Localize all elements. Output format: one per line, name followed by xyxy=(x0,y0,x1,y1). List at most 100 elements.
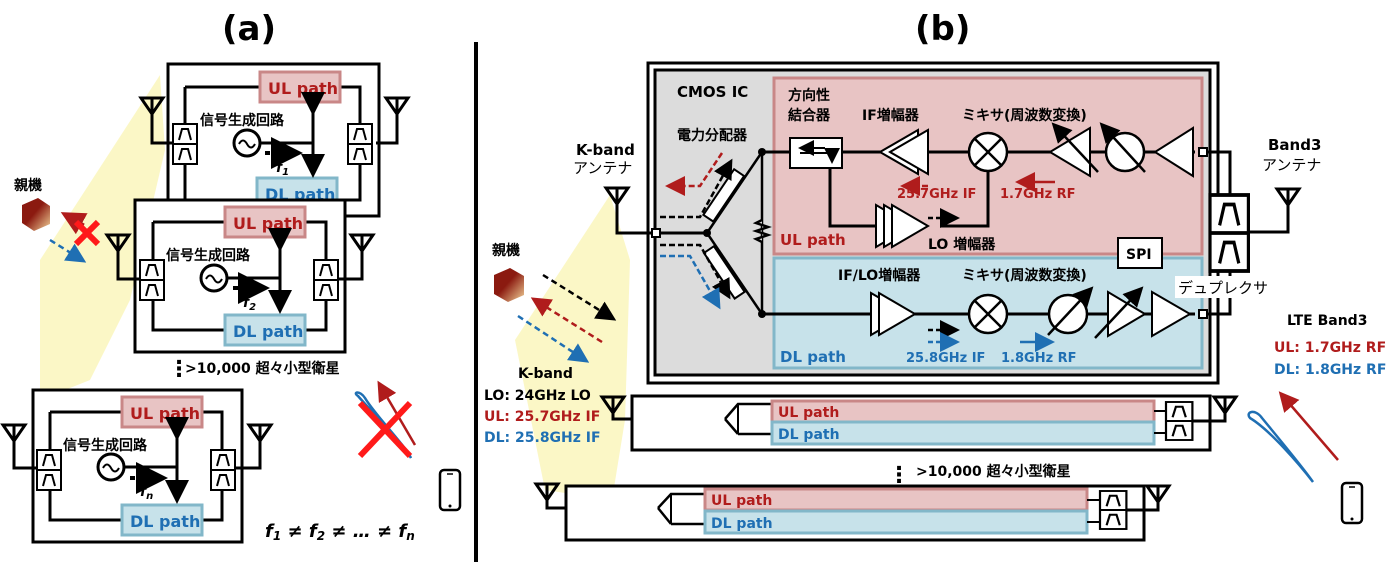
directional-coupler-label-1: 方向性 xyxy=(788,87,830,104)
dl-path-label: DL path xyxy=(233,322,303,341)
ul-path-label: UL path xyxy=(780,231,846,249)
dl-rf-label: 1.8GHz RF xyxy=(1001,351,1077,366)
ul-mixer-label: ミキサ(周波数変換) xyxy=(962,107,1087,124)
kband-legend-title: K-band xyxy=(518,366,573,382)
parent-station-label: 親機 xyxy=(492,242,520,259)
spi-label: SPI xyxy=(1126,247,1152,263)
lte-legend-ul: UL: 1.7GHz RF xyxy=(1274,340,1386,356)
lo-amp-label: LO 増幅器 xyxy=(928,236,996,253)
vertical-ellipsis: ⋮ xyxy=(888,463,910,488)
signal-generator-label: 信号生成回路 xyxy=(200,112,285,129)
freq-label: f2 xyxy=(243,295,256,313)
kband-legend-lo: LO: 24GHz LO xyxy=(484,388,591,404)
ul-path-box xyxy=(258,70,342,104)
panel-b-title: (b) xyxy=(915,9,970,49)
ul-arrow xyxy=(1278,391,1339,461)
freq-label: fn xyxy=(140,484,153,502)
dl-path-label: DL path xyxy=(711,516,773,532)
ul-path-label: UL path xyxy=(130,404,200,423)
variable-gain-amplifier-icon xyxy=(1094,286,1147,339)
variable-gain-amplifier-icon xyxy=(1048,122,1099,178)
ul-path-label: UL path xyxy=(711,493,772,509)
dl-mixer-label: ミキサ(周波数変換) xyxy=(962,267,1087,284)
ul-path-label: UL path xyxy=(268,79,338,98)
cmos-ic-label: CMOS IC xyxy=(677,83,748,101)
ul-path-label: UL path xyxy=(233,214,303,233)
phase-shifter-icon xyxy=(1103,126,1146,173)
antenna-icon xyxy=(247,423,273,443)
kband-port-icon xyxy=(651,228,661,238)
dl-beam-icon xyxy=(1247,410,1315,483)
ul-port-icon xyxy=(1198,147,1208,157)
kband-legend-ul: UL: 25.7GHz IF xyxy=(484,409,600,425)
ul-rf-label: 1.7GHz RF xyxy=(1000,187,1076,202)
directional-coupler-label-2: 結合器 xyxy=(788,107,831,124)
vertical-ellipsis: ⋮ xyxy=(168,357,190,382)
lo-amplifier-icon xyxy=(875,203,930,249)
pa-amplifier-icon xyxy=(1151,290,1192,338)
parent-station-cube-icon xyxy=(22,198,50,231)
beam-area xyxy=(40,75,165,400)
dl-path-label: DL path xyxy=(130,512,200,531)
ul-path-label: UL path xyxy=(778,405,839,421)
dl-if-label: 25.8GHz IF xyxy=(906,351,985,366)
mini-satellite-1: UL path DL path xyxy=(600,394,1238,452)
power-divider-label: 電力分配器 xyxy=(677,127,748,144)
directional-coupler-icon xyxy=(789,137,843,169)
satellite-1: UL path DL path 信号生成回路 f1 xyxy=(139,62,410,218)
resistor-icon xyxy=(752,218,772,244)
sat-count-label: >10,000 超々小型衛星 xyxy=(916,463,1071,480)
duplexer-filter-icon xyxy=(313,259,339,301)
lna-amplifier-icon xyxy=(1153,126,1194,178)
lo-link-arrow xyxy=(542,273,617,321)
antenna-icon xyxy=(349,233,375,253)
if-lo-amplifier-icon xyxy=(870,291,917,337)
spi-block xyxy=(1117,237,1163,269)
satellite-2: UL path DL path 信号生成回路 f2 xyxy=(105,198,375,354)
ul-link-arrow xyxy=(530,297,603,344)
blocked-cross-icon xyxy=(357,400,413,459)
frequency-inequality: f1 ≠ f2 ≠ … ≠ fn xyxy=(265,521,415,543)
mini-satellite-2: UL path DL path xyxy=(534,482,1171,542)
lte-legend-title: LTE Band3 xyxy=(1287,313,1367,329)
smartphone-icon xyxy=(1340,481,1364,525)
beam-area xyxy=(515,195,630,500)
antenna-icon xyxy=(1,423,27,443)
signal-generator-label: 信号生成回路 xyxy=(63,437,148,454)
dl-arrow xyxy=(49,238,87,263)
band3-antenna-label-1: Band3 xyxy=(1268,136,1321,154)
antenna-icon xyxy=(384,96,410,116)
smartphone-icon xyxy=(438,468,462,512)
dl-path-label: DL path xyxy=(780,348,846,366)
mixer-icon xyxy=(967,131,1009,173)
lte-legend-dl: DL: 1.8GHz RF xyxy=(1274,362,1386,378)
duplexer-filter-icon xyxy=(139,259,165,301)
ul-if-label: 25.7GHz IF xyxy=(897,187,976,202)
duplexer-filter-icon xyxy=(36,449,62,491)
sat-count-label: >10,000 超々小型衛星 xyxy=(185,360,340,377)
kband-antenna-label-2: アンテナ xyxy=(573,159,632,177)
kband-antenna-label-1: K-band xyxy=(576,141,635,159)
duplexer-label: デュプレクサ xyxy=(1178,279,1268,297)
band3-antenna-label-2: アンテナ xyxy=(1262,156,1321,174)
duplexer-icon xyxy=(1208,193,1251,273)
satellite-n: UL path DL path 信号生成回路 fn xyxy=(1,388,273,544)
duplexer-filter-icon xyxy=(172,123,198,165)
mixer-icon xyxy=(967,293,1009,335)
phase-shifter-icon xyxy=(1047,286,1094,336)
power-divider-icon xyxy=(701,148,772,318)
dl-port-icon xyxy=(1198,309,1208,319)
freq-label: f1 xyxy=(276,160,289,178)
duplexer-filter-icon xyxy=(347,123,373,165)
if-lo-amp-label: IF/LO増幅器 xyxy=(838,267,921,284)
panel-a-title: (a) xyxy=(222,9,276,49)
blocked-cross-icon xyxy=(73,219,101,247)
parent-station-cube-icon xyxy=(494,268,524,302)
dl-link-arrow xyxy=(517,314,590,363)
signal-generator-label: 信号生成回路 xyxy=(166,247,251,264)
band3-antenna-icon xyxy=(1275,187,1301,207)
parent-station-label: 親機 xyxy=(14,177,42,194)
if-amplifier-icon xyxy=(878,128,929,176)
duplexer-filter-icon xyxy=(210,449,236,491)
